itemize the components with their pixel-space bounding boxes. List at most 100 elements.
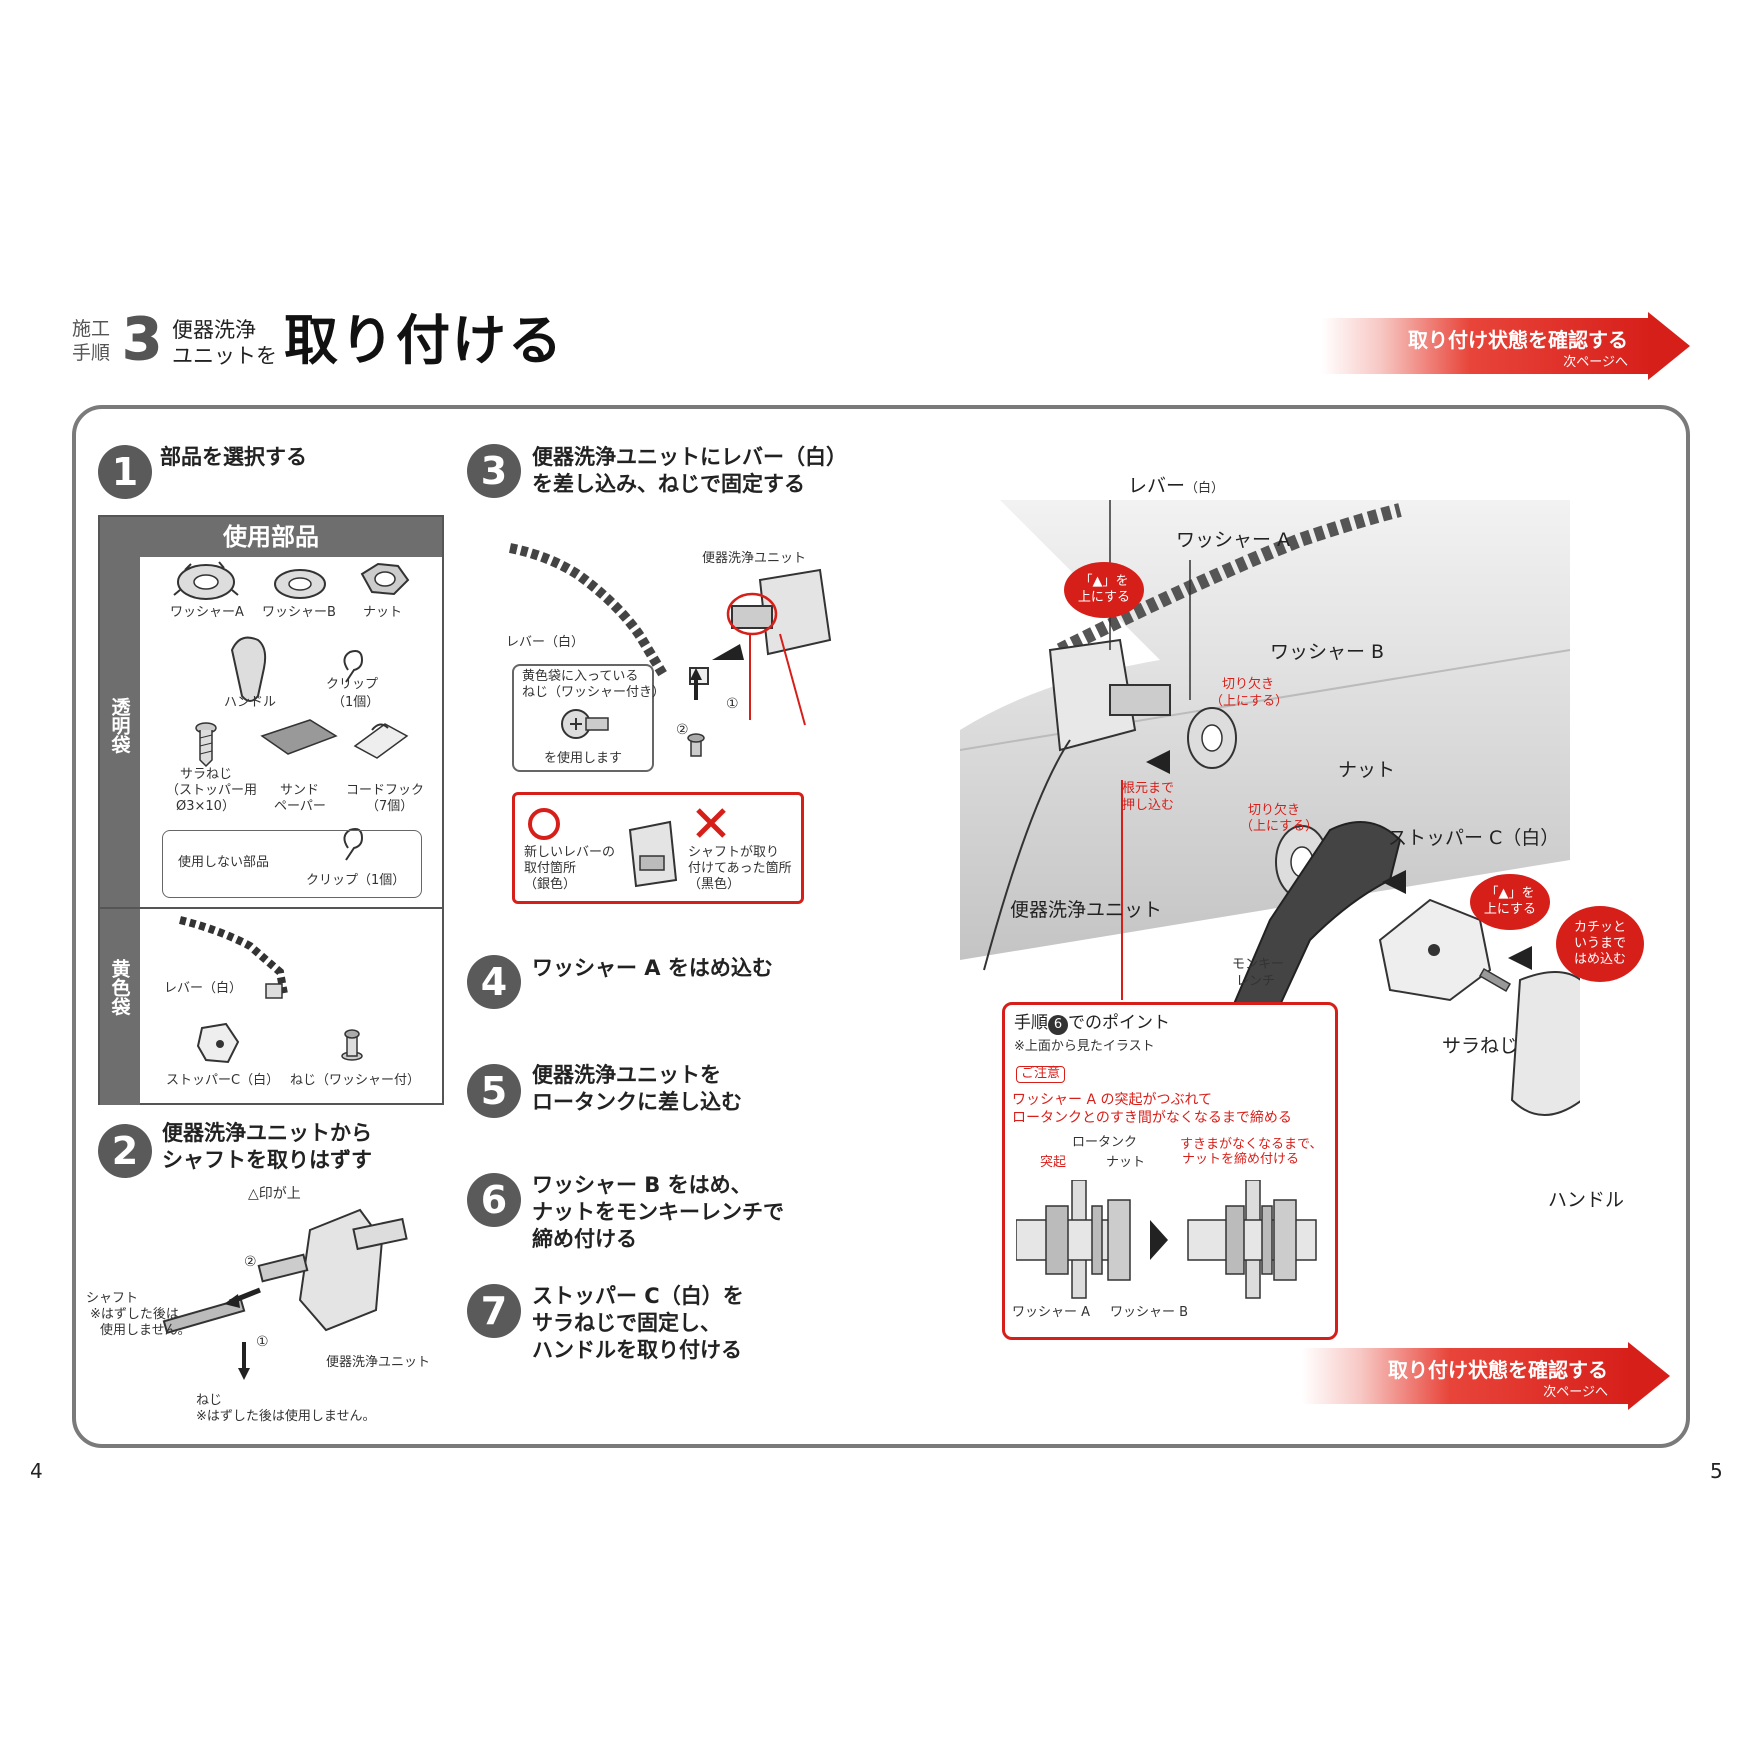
tank-icon [960,500,1571,960]
yellow-bag-label: 黄色袋 [108,959,131,1016]
stopper-c-label: ストッパー C（白） [1388,827,1560,849]
nut-label: ナット [1338,759,1396,781]
step-2-text-1: 便器洗浄ユニットから [162,1121,372,1145]
ng-text-3: （黒色） [688,877,741,892]
screw-note: ※はずした後は使用しません。 [196,1409,376,1424]
ok-text-3: （銀色） [524,877,577,892]
washer-a-icon [173,561,239,600]
click-callout: カチッというまではめ込む [1556,906,1644,982]
step-2-illustration [162,1208,408,1380]
title-sub-2: ユニットを [172,344,277,368]
tank-label: ロータンク [1072,1135,1138,1150]
step-3-unit-label: 便器洗浄ユニット [702,551,807,566]
notch-label-2: （上にする） [1210,694,1289,709]
wrench-label-1: モンキー [1232,957,1285,972]
washer-a-icon [1187,707,1237,769]
clip-icon [343,650,364,683]
step-2-circle-1: ① [256,1334,269,1350]
tighten-text-1: すきまがなくなるまで、 [1180,1137,1323,1152]
page-number-right: 5 [1710,1459,1723,1483]
banner-sub-text: 次ページへ [1563,355,1628,370]
part-sandpaper-1: サンド [280,783,320,798]
step-3-lever-label: レバー（白） [506,635,585,650]
washer-screw-icon [341,1029,363,1061]
step-6-number: 6 [467,1173,521,1227]
part-washer-screw: ねじ（ワッシャー付） [290,1073,421,1088]
arrow-right-icon [1628,1342,1670,1410]
step-3-text-2: を差し込み、ねじで固定する [532,472,805,496]
step-5-number: 5 [467,1064,521,1118]
caution-badge: ご注意 [1016,1066,1066,1083]
ok-circle-icon [528,808,560,840]
next-page-banner-top[interactable]: 取り付け状態を確認する 次ページへ [1322,312,1690,380]
step-1-text: 部品を選択する [160,445,307,469]
washer-b-icon [274,569,326,599]
step-label-1: 施工 [72,318,111,340]
step-5-text-1: 便器洗浄ユニットを [532,1063,721,1087]
screw-label: ねじ [196,1393,223,1408]
handle-icon [230,636,267,702]
step-6-text-3: 締め付ける [532,1227,637,1251]
tighten-text-2: ナットを締め付ける [1182,1152,1300,1167]
part-lever: レバー（白） [164,981,243,996]
arrow-right-icon [1150,1220,1168,1260]
ng-text-1: シャフトが取り [688,845,780,860]
lever-label: レバー（白） [1128,475,1225,497]
step-7-number: 7 [467,1284,521,1338]
step-1-number: 1 [98,445,152,499]
unused-clip-label: クリップ（1個） [306,873,406,888]
step-7-text-2: サラねじで固定し、 [532,1311,721,1335]
step-2-unit-label: 便器洗浄ユニット [326,1355,431,1370]
screw-info-1: 黄色袋に入っている [522,669,639,684]
flush-unit-label: 便器洗浄ユニット [1010,899,1163,921]
instruction-frame [72,405,1690,1448]
countersunk-screw-icon [1478,968,1512,992]
step-7-text-1: ストッパー C（白）を [532,1284,744,1308]
triangle-up-callout: 「▲」を上にする [1064,562,1144,618]
clear-bag-label: 透明袋 [108,697,131,754]
stopper-up-callout: 「▲」を上にする [1470,874,1550,930]
cross-section-illustration [1016,1180,1317,1299]
flush-unit-icon [257,1208,408,1332]
step-3-number: 3 [467,444,521,498]
part-washer-a: ワッシャーA [170,605,244,620]
notch-label-1: 切り欠き [1222,677,1275,692]
protrusion-label: 突起 [1040,1155,1067,1170]
part-sara-screw-use: （ストッパー用 [166,783,258,798]
nut-icon [360,562,410,596]
mark-up-label: △印が上 [248,1186,301,1202]
sara-screw-label: サラねじ [1442,1035,1519,1057]
step-3-text-1: 便器洗浄ユニットにレバー（白） [532,445,847,469]
next-page-banner-bottom[interactable]: 取り付け状態を確認する 次ページへ [1302,1342,1670,1410]
part-clip-count: （1個） [332,695,380,710]
part-clip: クリップ [326,677,379,692]
page-title: 取り付ける [284,309,564,372]
parts-table: 使用部品 透明袋 黄色袋 [98,515,444,1105]
part-sara-screw-size: Ø3×10） [176,799,235,814]
part-washer-b: ワッシャーB [262,605,336,620]
washer-b-label: ワッシャー B [1270,641,1385,663]
step-3-circle-1: ① [726,696,739,712]
countersunk-screw-icon [195,722,217,768]
handle-label: ハンドル [1548,1189,1625,1211]
screw-icon [687,733,705,757]
step-2-circle-2: ② [244,1254,257,1270]
screw-info-3: を使用します [544,751,623,766]
procedure-number: 3 [121,305,163,373]
step-3-illustration [509,543,832,757]
part-sandpaper-2: ペーパー [274,799,326,814]
banner-main-text: 取り付け状態を確認する [1388,1358,1608,1382]
unused-parts-label: 使用しない部品 [178,855,270,870]
push-arrow-icon [1146,750,1170,774]
banner-main-text: 取り付け状態を確認する [1408,328,1628,352]
step-4-number: 4 [467,955,521,1009]
wrench-label-2: レンチ [1236,974,1276,989]
sandpaper-icon [260,719,338,755]
parts-illustrations [173,561,410,1064]
screw-info-box [512,664,654,772]
push-label-1: 根元まで [1122,781,1175,796]
point-washer-a-label: ワッシャー A [1012,1305,1091,1320]
point-nut-label: ナット [1106,1155,1146,1170]
flush-unit-icon [731,568,832,656]
